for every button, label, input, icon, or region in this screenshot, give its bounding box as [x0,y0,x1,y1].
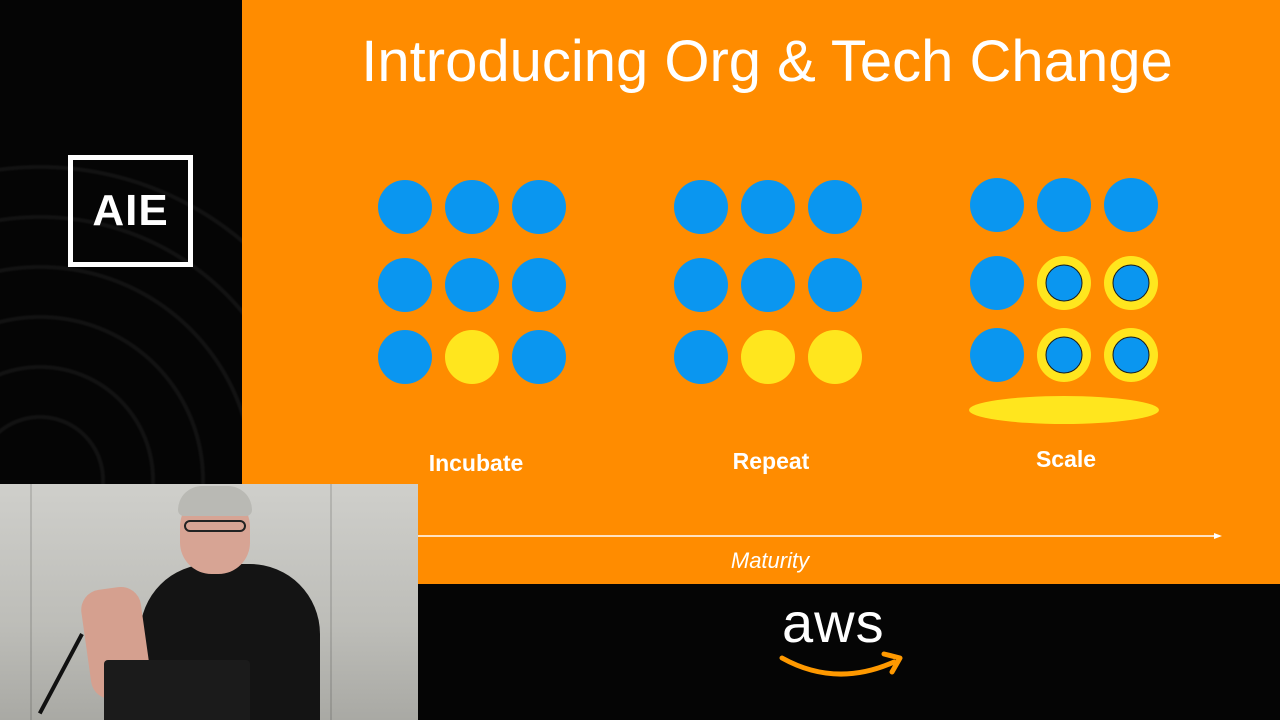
scale-base-ellipse [969,396,1159,424]
stage-label-incubate: Incubate [428,450,524,476]
dot-blue [445,258,499,312]
maturity-diagram [378,178,1222,539]
speaker-video [0,484,418,720]
stage-label-scale: Scale [1035,446,1097,472]
dot-blue [674,180,728,234]
dot-ring-inner [1112,264,1150,302]
dot-blue [808,180,862,234]
dot-blue [808,258,862,312]
stage-label-repeat: Repeat [732,448,810,474]
dot-blue [1037,178,1091,232]
dot-blue [378,180,432,234]
dot-yellow [741,330,795,384]
dot-blue [741,258,795,312]
speaker-hair [178,486,252,516]
dot-yellow [808,330,862,384]
laptop [104,660,250,720]
dot-blue [741,180,795,234]
maturity-axis-arrowhead [1214,533,1222,539]
aws-smile-icon [779,651,903,677]
dot-ring-inner [1045,336,1083,374]
dot-blue [512,330,566,384]
dot-yellow [445,330,499,384]
aie-logo: AIE [68,155,193,267]
slide-title: Introducing Org & Tech Change [361,29,1173,94]
dot-blue [970,256,1024,310]
microphone-icon [37,633,84,715]
dot-blue [378,330,432,384]
dot-blue [674,330,728,384]
dot-blue [512,180,566,234]
dot-blue [512,258,566,312]
axis-label-maturity: Maturity [730,548,810,573]
presentation-slide: Introducing Org & Tech Change Incubate R… [242,0,1280,584]
dot-blue [445,180,499,234]
dot-blue [970,328,1024,382]
dot-ring-inner [1045,264,1083,302]
dot-ring-inner [1112,336,1150,374]
aie-logo-text: AIE [92,186,169,235]
aws-logo-text: aws [782,591,885,654]
aws-logo: aws [776,591,912,686]
dot-blue [378,258,432,312]
dot-blue [970,178,1024,232]
speaker-glasses [184,520,246,532]
dot-blue [674,258,728,312]
dot-blue [1104,178,1158,232]
